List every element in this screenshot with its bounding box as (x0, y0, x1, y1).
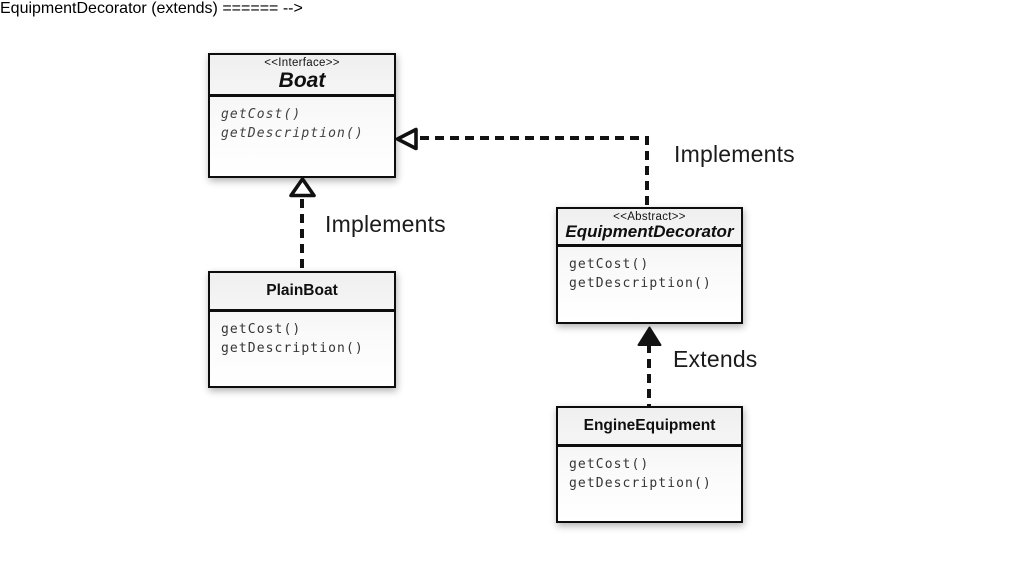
class-box-equipmentdecorator: <<Abstract>> EquipmentDecorator getCost(… (556, 207, 743, 324)
class-name-plainboat: PlainBoat (266, 282, 338, 300)
method: getDescription() (569, 475, 712, 491)
class-box-plainboat: PlainBoat getCost() getDescription() (208, 271, 396, 388)
connector-plainboat-to-boat (300, 199, 304, 271)
class-header-boat: <<Interface>> Boat (210, 55, 394, 97)
solid-triangle-up-icon (637, 326, 662, 346)
class-name-engineequipment: EngineEquipment (583, 417, 716, 435)
class-methods-boat: getCost() getDescription() (210, 97, 394, 152)
class-methods-plainboat: getCost() getDescription() (210, 312, 394, 367)
hollow-triangle-left-icon (395, 127, 418, 151)
class-name-boat: Boat (278, 69, 326, 93)
stereotype-abstract: <<Abstract>> (613, 210, 686, 223)
method: getCost() (569, 457, 650, 472)
method: getCost() (221, 322, 302, 337)
connector-equipmentdecorator-to-boat-vertical (645, 136, 649, 207)
relationship-label-extends: Extends (673, 346, 758, 372)
connector-equipmentdecorator-to-boat-horizontal (420, 136, 649, 140)
class-box-engineequipment: EngineEquipment getCost() getDescription… (556, 406, 743, 523)
method: getDescription() (221, 340, 364, 356)
class-header-plainboat: PlainBoat (210, 273, 394, 312)
class-box-boat: <<Interface>> Boat getCost() getDescript… (208, 53, 396, 178)
class-name-equipmentdecorator: EquipmentDecorator (565, 222, 734, 242)
relationship-label-implements-right: Implements (674, 141, 795, 167)
method: getDescription() (221, 125, 364, 141)
hollow-triangle-up-icon (289, 177, 316, 198)
method: getCost() (221, 107, 302, 122)
class-header-equipmentdecorator: <<Abstract>> EquipmentDecorator (558, 209, 741, 247)
class-methods-engineequipment: getCost() getDescription() (558, 447, 741, 502)
class-methods-equipmentdecorator: getCost() getDescription() (558, 247, 741, 302)
method: getCost() (569, 257, 650, 272)
connector-engineequipment-to-equipmentdecorator (647, 344, 651, 406)
relationship-label-implements-left: Implements (325, 211, 446, 237)
method: getDescription() (569, 275, 712, 291)
class-header-engineequipment: EngineEquipment (558, 408, 741, 447)
stereotype-interface: <<Interface>> (264, 56, 340, 69)
